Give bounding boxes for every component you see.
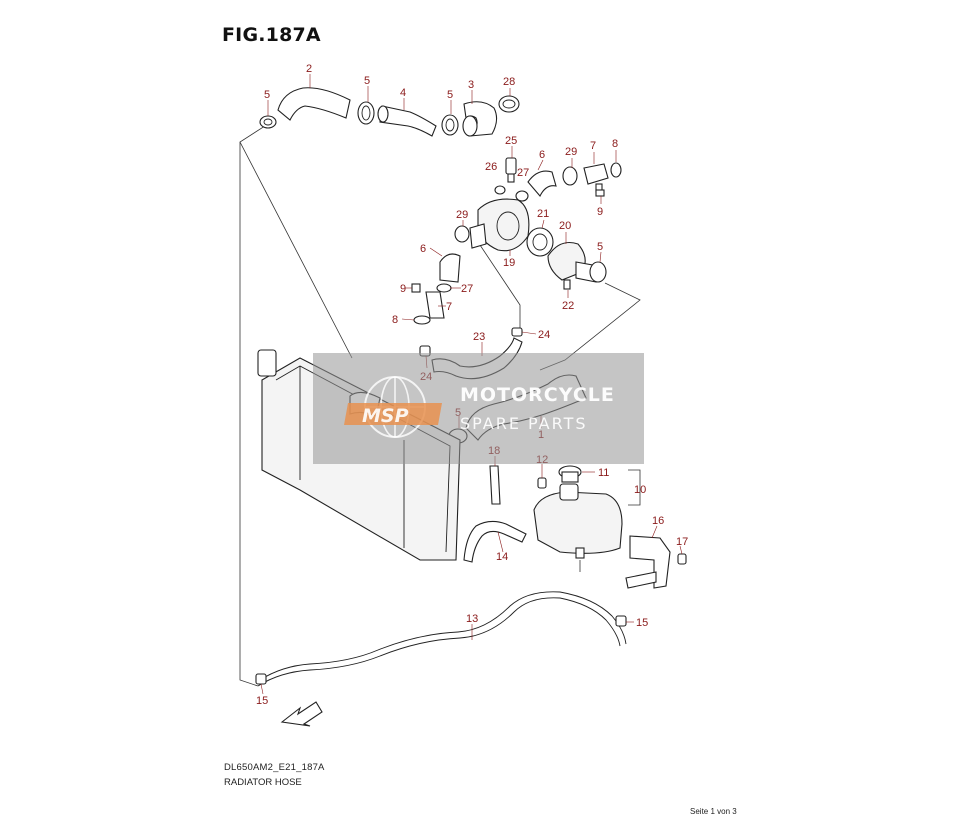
part-clip-15-a [255,673,267,685]
part-clamp-5-b [357,101,375,125]
part-hose-14 [463,520,527,563]
part-oring-8-b [413,315,431,325]
callout-5: 5 [264,89,270,101]
callout-19: 19 [503,257,515,269]
figure-title: FIG.187A [222,24,321,46]
part-thermostat-21 [526,227,554,257]
callout-5: 5 [447,89,453,101]
watermark-line-1: MOTORCYCLE [460,384,615,406]
part-reservoir-tank [533,483,623,559]
callout-6: 6 [539,149,545,161]
watermark-globe-logo: MSP [344,376,442,438]
callouts: 2 5 4 5 3 28 5 25 26 27 6 29 7 8 9 21 20… [256,63,688,707]
callout-21: 21 [537,208,549,220]
watermark-line-2: SPARE PARTS [460,414,588,433]
assembly-line-thermostat [479,244,521,330]
callout-22: 22 [562,300,574,312]
part-oring-27-b [436,283,452,293]
part-hose-6-a [527,170,557,197]
part-bolt-12 [537,477,547,489]
callout-24: 24 [538,329,550,341]
callout-7: 7 [590,140,596,152]
page-indicator: Seite 1 von 3 [690,807,737,816]
callout-26: 26 [485,161,497,173]
callout-9: 9 [597,206,603,218]
callout-9: 9 [400,283,406,295]
part-sensor-25 [505,157,517,183]
part-bracket-16 [625,535,671,589]
callout-15: 15 [256,695,268,707]
part-cap-11 [558,465,582,483]
callout-5: 5 [597,241,603,253]
part-bolt-9-a [595,189,605,197]
part-hose-4 [377,105,437,137]
part-hose-3 [462,101,498,137]
callout-27: 27 [461,283,473,295]
callout-10: 10 [634,484,646,496]
figure-code: DL650AM2_E21_187A [224,762,325,773]
part-oring-27-a [515,190,529,202]
callout-7: 7 [446,301,452,313]
assembly-line-upper-left [239,123,353,359]
part-oring-8-a [610,162,622,178]
callout-14: 14 [496,551,508,563]
callout-2: 2 [306,63,312,75]
callout-16: 16 [652,515,664,527]
assembly-line-left-vertical [239,142,259,687]
callout-5: 5 [364,75,370,87]
part-clamp-5-c [441,114,459,136]
callout-4: 4 [400,87,406,99]
fwd-arrow: FWD [280,701,323,727]
part-housing-19 [469,198,530,252]
part-clamp-28 [498,95,520,113]
callout-11: 11 [598,467,609,479]
part-clip-24-b [511,327,523,337]
callout-8: 8 [612,138,618,150]
part-clamp-5-d [589,261,607,283]
part-bolt-9-b [411,283,421,293]
callout-23: 23 [473,331,485,343]
part-hose-6-b [439,253,461,283]
callout-17: 17 [676,536,688,548]
part-washer-26 [494,185,506,195]
callout-8: 8 [392,314,398,326]
bracket-11-10 [628,469,641,506]
part-clip-15-b [615,615,627,627]
callout-29: 29 [565,146,577,158]
part-clamp-5-a [259,115,277,129]
figure-name: RADIATOR HOSE [224,777,302,788]
part-bolt-17 [677,553,687,565]
callout-29: 29 [456,209,468,221]
part-hose-2 [277,87,351,121]
part-hose-13 [257,591,627,687]
part-clip-18 [489,465,501,505]
callout-20: 20 [559,220,571,232]
part-clamp-29-a [562,166,578,186]
part-fitting-7-b [425,291,445,319]
callout-15: 15 [636,617,648,629]
callout-25: 25 [505,135,517,147]
callout-13: 13 [466,613,478,625]
callout-28: 28 [503,76,515,88]
callout-6: 6 [420,243,426,255]
part-bolt-22 [563,279,571,290]
part-fitting-7-a [583,163,609,193]
callout-3: 3 [468,79,474,91]
callout-27: 27 [517,167,529,179]
part-clamp-29-b [454,225,470,243]
watermark-brand-logo: MSP [362,405,409,427]
